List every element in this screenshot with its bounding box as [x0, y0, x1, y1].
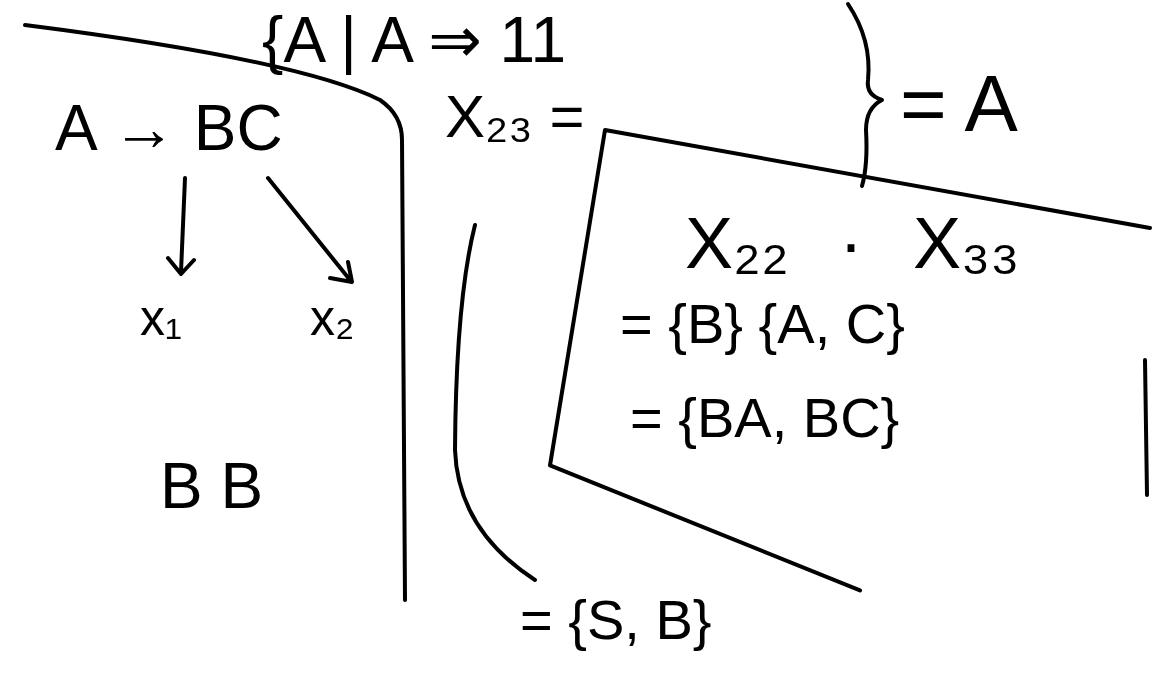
computation-line: X₂₂ · X₃₃: [685, 202, 1020, 285]
terminal-symbol: x₁: [140, 290, 182, 348]
box-outline-path: [550, 130, 1150, 590]
set-expression: {A | A ⇒ 11: [262, 4, 566, 78]
brace: [848, 4, 882, 186]
edge-stroke: [1145, 360, 1147, 495]
bracket-stroke: [455, 225, 535, 580]
panel-divider: [25, 25, 405, 600]
table-cell-name: X₂₃ =: [445, 82, 584, 151]
computation-line: = {BA, BC}: [630, 386, 899, 450]
set-result: = A: [900, 58, 1018, 150]
terminal-symbol: x₂: [310, 290, 354, 348]
nonterminal-symbol: B B: [160, 450, 263, 524]
box-outline: [540, 120, 1154, 600]
derivation-arrow: [168, 178, 194, 274]
cell-result: = {S, B}: [520, 588, 712, 652]
computation-box: X₂₂ · X₃₃ = {B} {A, C} = {BA, BC}: [540, 120, 1154, 600]
grammar-rule: A → BC: [55, 92, 283, 166]
computation-line: = {B} {A, C}: [620, 292, 905, 356]
derivation-arrow: [268, 178, 352, 282]
